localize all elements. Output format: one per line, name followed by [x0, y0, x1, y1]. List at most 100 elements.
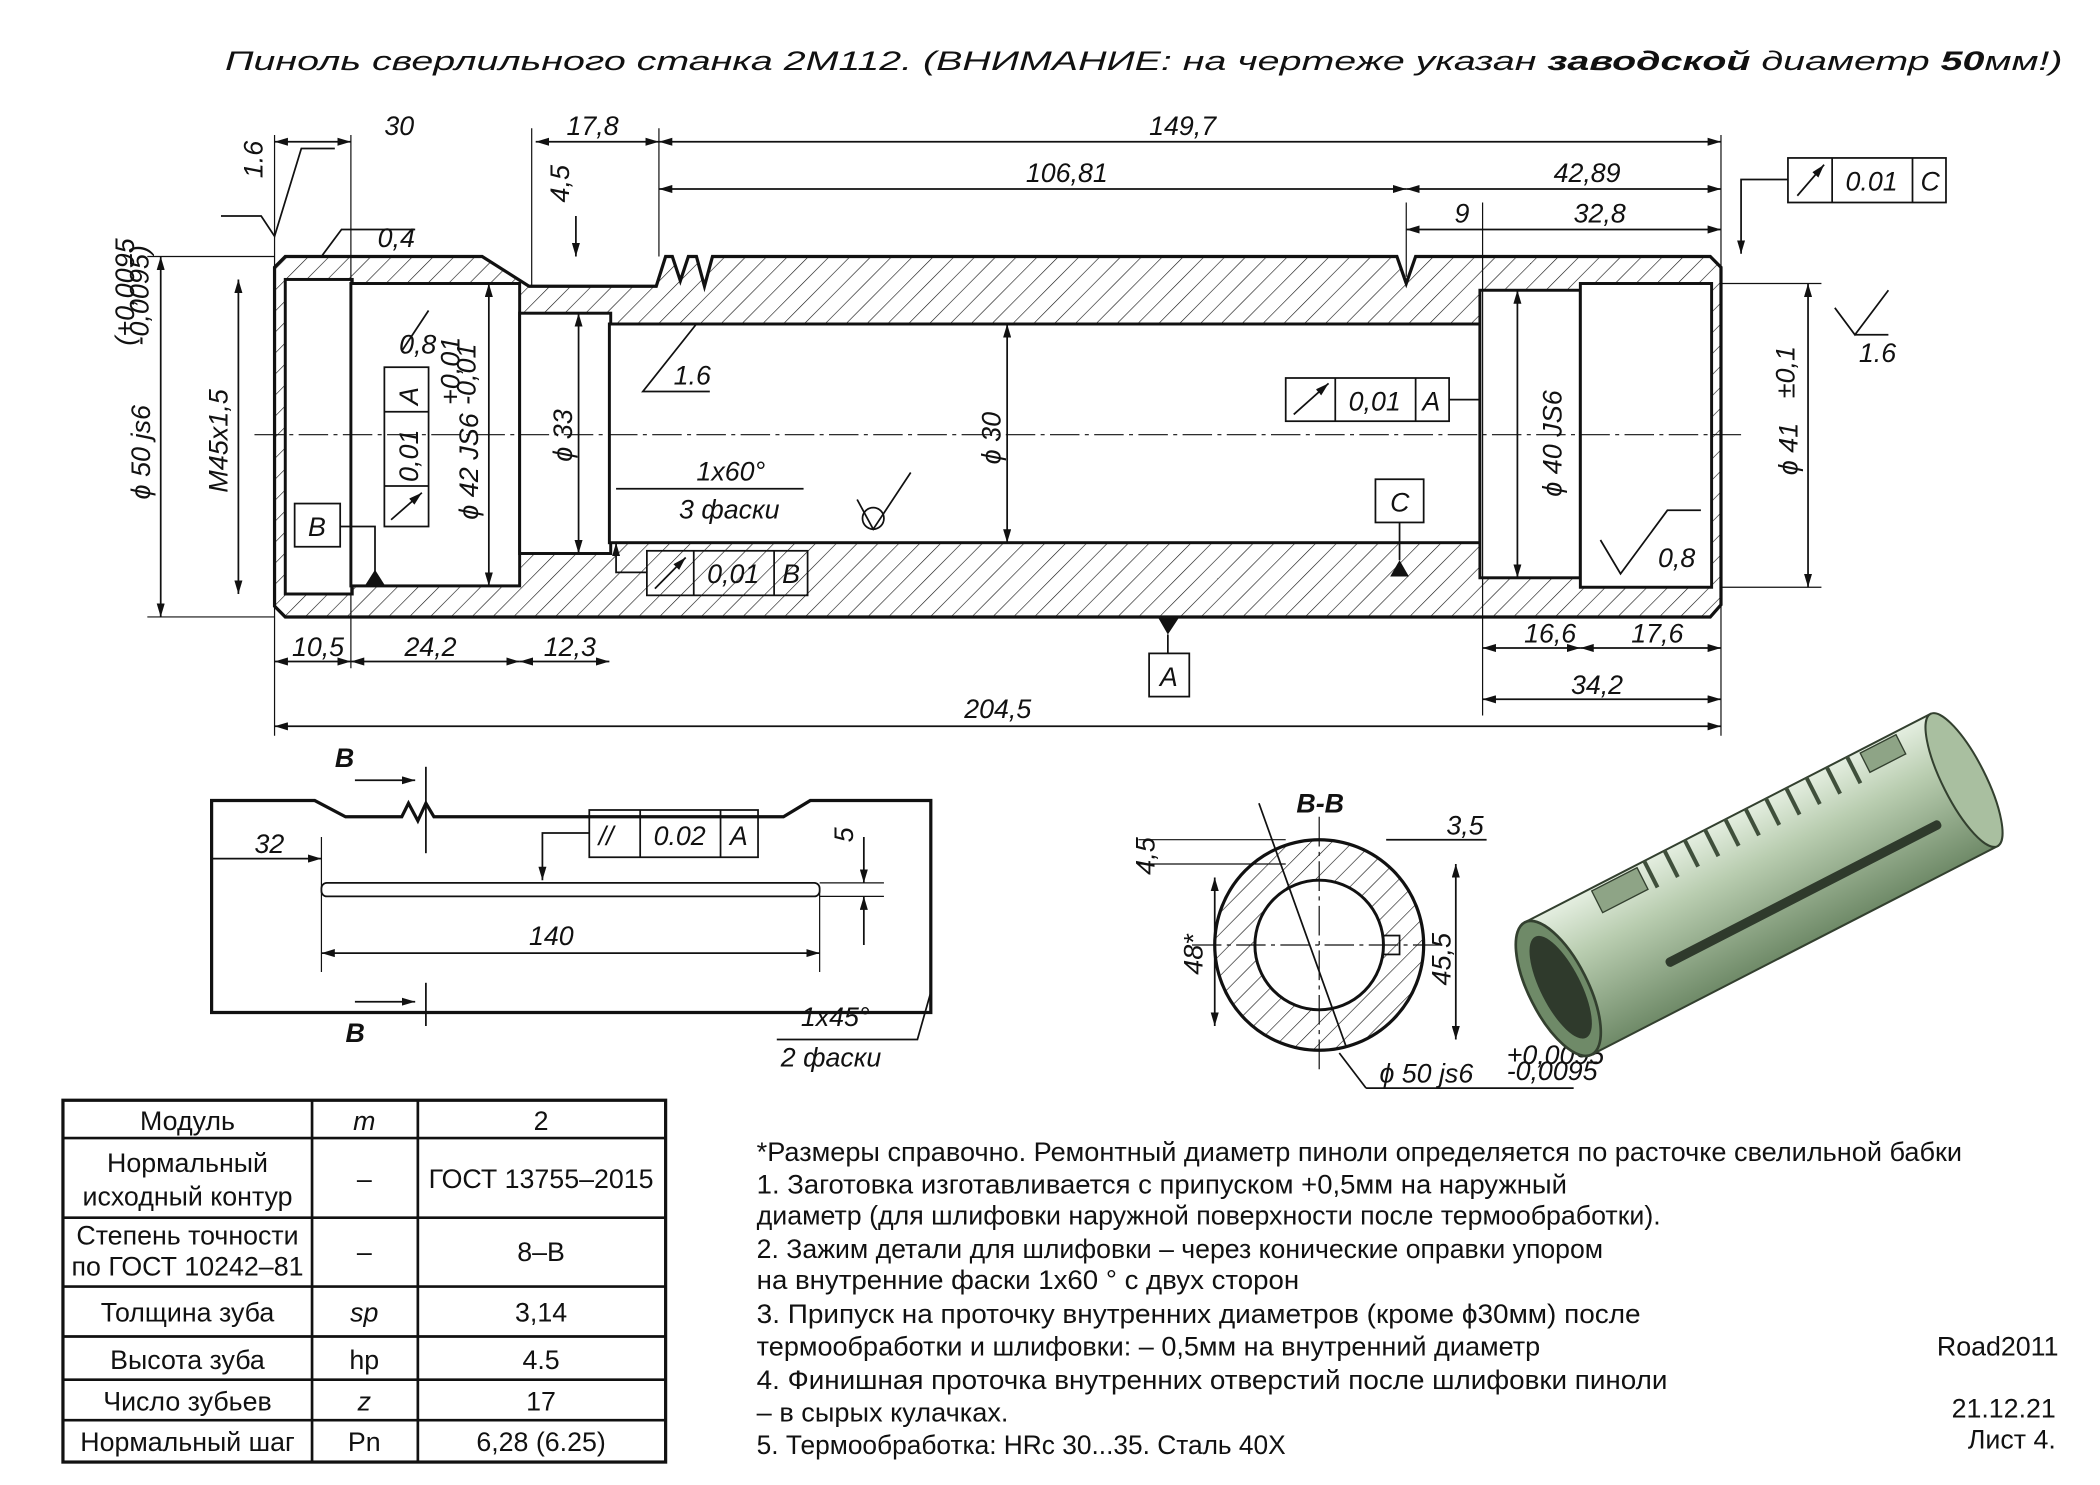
dim-45-5: 45,5 [1427, 932, 1457, 986]
title-stamp: Road2011 21.12.21 Лист 4. [1937, 1331, 2059, 1454]
dim-24-2: 24,2 [403, 632, 456, 662]
dia-42-js6: ϕ 42 JS6 [454, 413, 484, 520]
svg-text:0,01: 0,01 [1349, 386, 1401, 416]
chamfer-1x60: 1x60° [696, 457, 765, 487]
dim-140: 140 [529, 921, 574, 951]
dim-4-5: 4,5 [545, 164, 575, 203]
table-row-height-symbol: hp [349, 1345, 379, 1375]
svg-text:0.01: 0.01 [1846, 166, 1898, 196]
note-line: 5. Термообработка: HRc 30...35. Сталь 40… [757, 1430, 1286, 1460]
table-row-module-symbol: m [353, 1106, 375, 1136]
roughness-symbol-icon [1599, 509, 1701, 576]
svg-text:0.02: 0.02 [654, 821, 706, 851]
table-row-pitch-value: 6,28 (6.25) [476, 1427, 605, 1457]
parallel-icon: // [597, 821, 616, 851]
dim-3-5: 3,5 [1446, 810, 1484, 840]
svg-text:B: B [782, 559, 800, 589]
dia-30: ϕ 30 [977, 412, 1007, 465]
datum-b-box [293, 502, 342, 548]
sheet-number: Лист 4. [1968, 1424, 2056, 1454]
roughness-4: 1.6 [674, 361, 711, 391]
table-row-teeth-name: Число зубьев [103, 1387, 271, 1417]
table-row-accuracy-symbol: – [357, 1237, 372, 1267]
table-row-teeth-symbol: z [357, 1387, 372, 1417]
table-row-height-name: Высота зуба [110, 1345, 265, 1375]
dim-32-8: 32,8 [1574, 199, 1626, 229]
table-row-pitch-name: Нормальный шаг [80, 1427, 295, 1457]
dia-50-tol-upper: (+0,0095 [110, 237, 140, 345]
dia-42-tol-upper: +0,01 [435, 337, 465, 405]
dia-42-tol-lower: -0,01 [452, 343, 482, 405]
table-row-thickness-value: 3,14 [515, 1298, 567, 1328]
roughness-5: 1.6 [1859, 338, 1896, 368]
dia-41: ϕ 41 [1773, 423, 1803, 476]
date: 21.12.21 [1952, 1393, 2056, 1423]
dimension-lines [147, 128, 1822, 736]
runout-frame-c: 0.01 C [1737, 157, 1947, 254]
dia-50-tol-lower: -0,0095) [125, 245, 155, 346]
note-line: 3. Припуск на проточку внутренних диамет… [757, 1299, 1641, 1329]
runout-arrow-icon [390, 492, 423, 521]
table-row-accuracy-name2: по ГОСТ 10242–81 [72, 1252, 304, 1282]
note-line: 4. Финишная проточка внутренних отверсти… [757, 1365, 1668, 1395]
dim-12-3: 12,3 [544, 632, 596, 662]
dim-9: 9 [1454, 199, 1469, 229]
datum-a-box [1148, 652, 1191, 698]
dim-34-2: 34,2 [1571, 670, 1623, 700]
parallelism-frame: // 0.02 A [538, 809, 759, 881]
note-line: 2. Зажим детали для шлифовки – через кон… [757, 1234, 1603, 1264]
chamfer-count: 3 фаски [679, 494, 780, 524]
datum-c: C [1390, 488, 1410, 518]
table-row-module-name: Модуль [140, 1106, 235, 1136]
dim-16-6: 16,6 [1524, 619, 1576, 649]
technical-notes: *Размеры справочно. Ремонтный диаметр пи… [757, 1137, 1962, 1460]
roughness-symbol-icon [220, 147, 335, 239]
datum-a: A [1158, 662, 1178, 692]
author: Road2011 [1937, 1331, 2059, 1361]
dim-149-7: 149,7 [1149, 111, 1217, 141]
roughness-1: 1.6 [239, 141, 269, 179]
dim-106-81: 106,81 [1026, 158, 1108, 188]
table-row-contour-value: ГОСТ 13755–2015 [429, 1164, 654, 1194]
dim-17-8: 17,8 [567, 111, 619, 141]
table-row-contour-name2: исходный контур [83, 1181, 293, 1211]
table-row-pitch-symbol: Pn [348, 1427, 381, 1457]
datum-triangle-icon [365, 569, 385, 585]
dia-50-js6-bb: ϕ 50 js6 [1379, 1059, 1473, 1089]
dim-48: 48* [1179, 933, 1209, 975]
dim-30: 30 [384, 111, 414, 141]
roughness-3: 0,8 [399, 330, 436, 360]
roughness-6: 0,8 [1658, 543, 1695, 573]
dia-50-js6: ϕ 50 js6 [126, 405, 156, 500]
svg-text:0,01: 0,01 [394, 429, 424, 482]
drawing-title: Пиноль сверлильного станка 2М112. (ВНИМА… [225, 46, 2063, 76]
dim-32: 32 [254, 829, 284, 859]
thread-m45: M45x1,5 [204, 388, 234, 493]
dim-17-6: 17,6 [1631, 619, 1683, 649]
dia-33: ϕ 33 [548, 409, 578, 462]
datum-triangle-icon [1158, 618, 1179, 635]
dim-10-5: 10,5 [292, 632, 345, 662]
chamfer-count-2: 2 фаски [780, 1042, 882, 1072]
note-line: *Размеры справочно. Ремонтный диаметр пи… [757, 1137, 1962, 1167]
note-line: – в сырых кулачках. [757, 1397, 1009, 1427]
tol-lower-bb: -0,0095 [1507, 1056, 1599, 1086]
main-section-view: 1.6 0,4 0,8 1.6 1.6 0,8 30 17,8 149,7 10… [110, 111, 1947, 736]
dim-204-5: 204,5 [963, 694, 1032, 724]
runout-arrow-icon [1796, 164, 1825, 197]
note-line: 1. Заготовка изготавливается с припуском… [757, 1169, 1567, 1199]
leader-line [401, 310, 430, 352]
roughness-symbol-icon [856, 472, 912, 531]
gear-parameters-table: Модуль m 2 Нормальный исходный контур – … [61, 1098, 668, 1464]
svg-text:C: C [1921, 166, 1941, 196]
chamfer-1x45: 1x45° [801, 1002, 870, 1032]
datum-triangle-icon [1390, 560, 1409, 577]
svg-text:A: A [728, 821, 748, 851]
datum-b: B [308, 512, 326, 542]
note-line: термообработки и шлифовки: – 0,5мм на вн… [757, 1331, 1540, 1361]
table-row-module-value: 2 [534, 1106, 549, 1136]
table-row-contour-symbol: – [357, 1164, 372, 1194]
